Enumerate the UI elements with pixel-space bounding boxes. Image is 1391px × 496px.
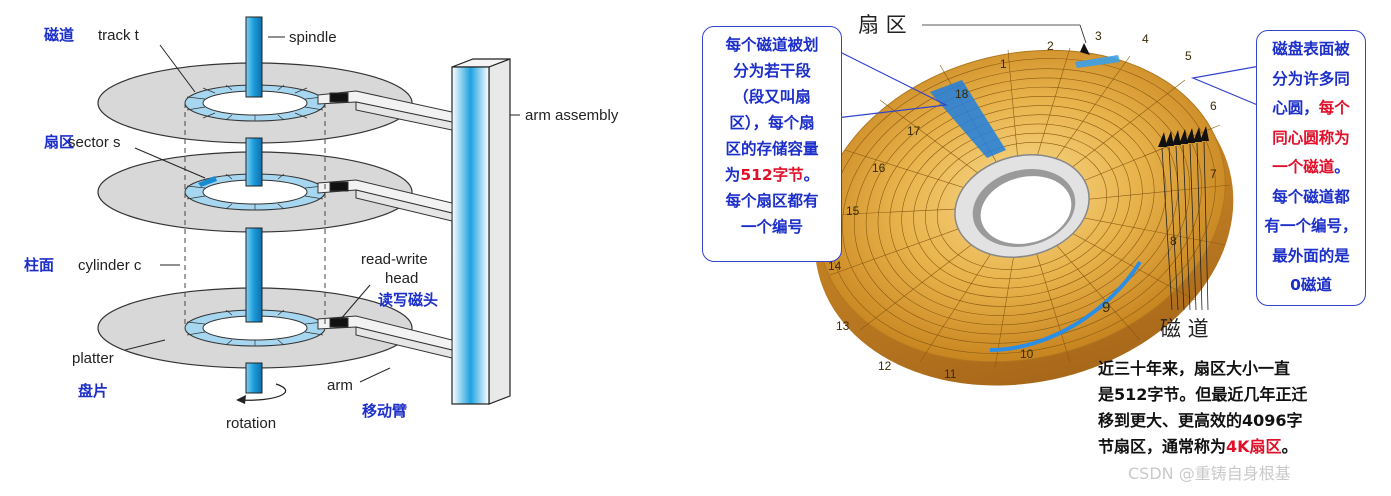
callout-line: 每个扇区都有 <box>725 192 819 210</box>
cylinder-outline <box>184 103 326 328</box>
callout-line: 每个磁道被划 <box>725 36 819 54</box>
callout-line: 最外面的是 <box>1272 246 1350 265</box>
cn-label-track: 磁道 <box>44 26 74 44</box>
sector-number: 5 <box>1185 49 1192 63</box>
highlighted-track <box>989 260 1142 352</box>
highlight-text: 每个 <box>1318 99 1350 117</box>
rotation-arrow <box>237 383 287 401</box>
cn-label-arm: 移动臂 <box>362 402 407 420</box>
label-read-write: read-write <box>361 251 428 268</box>
text: 。 <box>1281 437 1298 456</box>
highlight-text: 512字节 <box>740 166 804 184</box>
cn-label-rw-head: 读写磁头 <box>378 291 438 309</box>
label-sector-big: 扇 区 <box>858 13 907 37</box>
highlight-text: 一个磁道 <box>1272 158 1335 176</box>
callout-line: 心圆，每个 <box>1257 94 1365 124</box>
callout-line: 磁盘表面被 <box>1272 40 1350 58</box>
label-arm-assembly: arm assembly <box>525 107 619 124</box>
callout-line: 分为许多同 <box>1272 69 1350 88</box>
callout-line: 为512字节。 <box>703 162 841 188</box>
sector-number: 18 <box>955 87 969 101</box>
watermark: CSDN @重铸自身根基 <box>1128 464 1291 483</box>
cn-label-sector: 扇区 <box>44 133 74 151</box>
highlighted-sector <box>930 80 1006 158</box>
head-markers <box>1080 43 1209 147</box>
text: 为 <box>724 166 741 184</box>
label-cylinder: cylinder c <box>78 257 142 274</box>
sector-number: 11 <box>944 367 957 381</box>
track-leader-lines <box>922 24 1209 311</box>
sector-numbers: 1 2 3 4 5 6 7 8 9 10 11 12 13 14 15 16 1… <box>828 29 1217 381</box>
sector-number: 16 <box>872 161 886 175</box>
callout-line: 分为若干段 <box>733 62 811 80</box>
text: 。 <box>1334 158 1350 176</box>
cn-label-platter: 盘片 <box>78 382 108 400</box>
callout-line: 0磁道 <box>1290 276 1332 294</box>
sector-size-note: 近三十年来，扇区大小一直 是512字节。但最近几年正迁 移到更大、更高效的409… <box>1098 356 1368 460</box>
sector-number: 15 <box>846 204 860 218</box>
label-sector: sector s <box>68 134 121 151</box>
sector-number: 14 <box>828 259 842 273</box>
arms <box>317 90 453 359</box>
label-track-big: 磁 道 <box>1160 317 1209 341</box>
callout-line: 区的存储容量 <box>725 140 819 158</box>
callout-line: 同心圆称为 <box>1272 128 1350 147</box>
highlight-text: 4K扇区 <box>1226 437 1282 456</box>
sector-number: 17 <box>907 124 921 138</box>
note-line: 节扇区，通常称为4K扇区。 <box>1098 434 1368 460</box>
text: 节扇区，通常称为 <box>1098 437 1227 456</box>
label-track: track t <box>98 27 140 44</box>
sector-number: 10 <box>1020 347 1034 361</box>
label-head: head <box>385 270 418 287</box>
sector-number: 9 <box>1102 299 1110 316</box>
cn-label-cylinder: 柱面 <box>24 256 54 274</box>
callout-sector-description: 每个磁道被划 分为若干段 （段又叫扇 区），每个扇 区的存储容量 为512字节。… <box>702 26 842 262</box>
callout-line: 区），每个扇 <box>729 114 815 132</box>
callout-line: 一个编号 <box>740 218 803 236</box>
text: 心圆， <box>1272 99 1319 117</box>
platter-middle <box>97 151 413 233</box>
sector-number: 3 <box>1095 29 1102 43</box>
text: 。 <box>803 166 820 184</box>
callout-track-description: 磁盘表面被 分为许多同 心圆，每个 同心圆称为 一个磁道。 每个磁道都 有一个编… <box>1256 30 1366 306</box>
label-spindle: spindle <box>289 29 337 46</box>
note-line: 是512字节。但最近几年正迁 <box>1098 385 1308 404</box>
sector-number: 2 <box>1047 39 1054 53</box>
right-disk-surface-diagram: 1 2 3 4 5 6 7 8 9 10 11 12 13 14 15 16 1… <box>814 13 1261 386</box>
left-hard-disk-diagram: track t spindle arm assembly sector s cy… <box>24 16 619 432</box>
highlighted-sector-small <box>1075 55 1120 68</box>
label-rotation: rotation <box>226 415 276 432</box>
label-platter: platter <box>72 350 114 367</box>
sector-number: 6 <box>1210 99 1217 113</box>
spindle <box>245 16 263 394</box>
arm-assembly <box>451 58 511 405</box>
callout-line: 一个磁道。 <box>1257 153 1365 183</box>
sector-number: 12 <box>878 359 892 373</box>
note-line: 移到更大、更高效的4096字 <box>1098 411 1303 430</box>
callout-line: （段又叫扇 <box>733 88 811 106</box>
sector-number: 1 <box>1000 57 1007 71</box>
sector-number: 7 <box>1210 167 1217 181</box>
label-arm: arm <box>327 377 353 394</box>
leader-lines <box>124 36 520 383</box>
sector-number: 4 <box>1142 32 1149 46</box>
callout-connectors <box>835 49 1261 119</box>
sector-number: 13 <box>836 319 850 333</box>
note-line: 近三十年来，扇区大小一直 <box>1098 359 1291 378</box>
sector-number: 8 <box>1170 234 1177 248</box>
callout-line: 每个磁道都 <box>1272 187 1350 206</box>
ring-sector-lines <box>186 84 324 346</box>
callout-line: 有一个编号， <box>1264 217 1358 235</box>
